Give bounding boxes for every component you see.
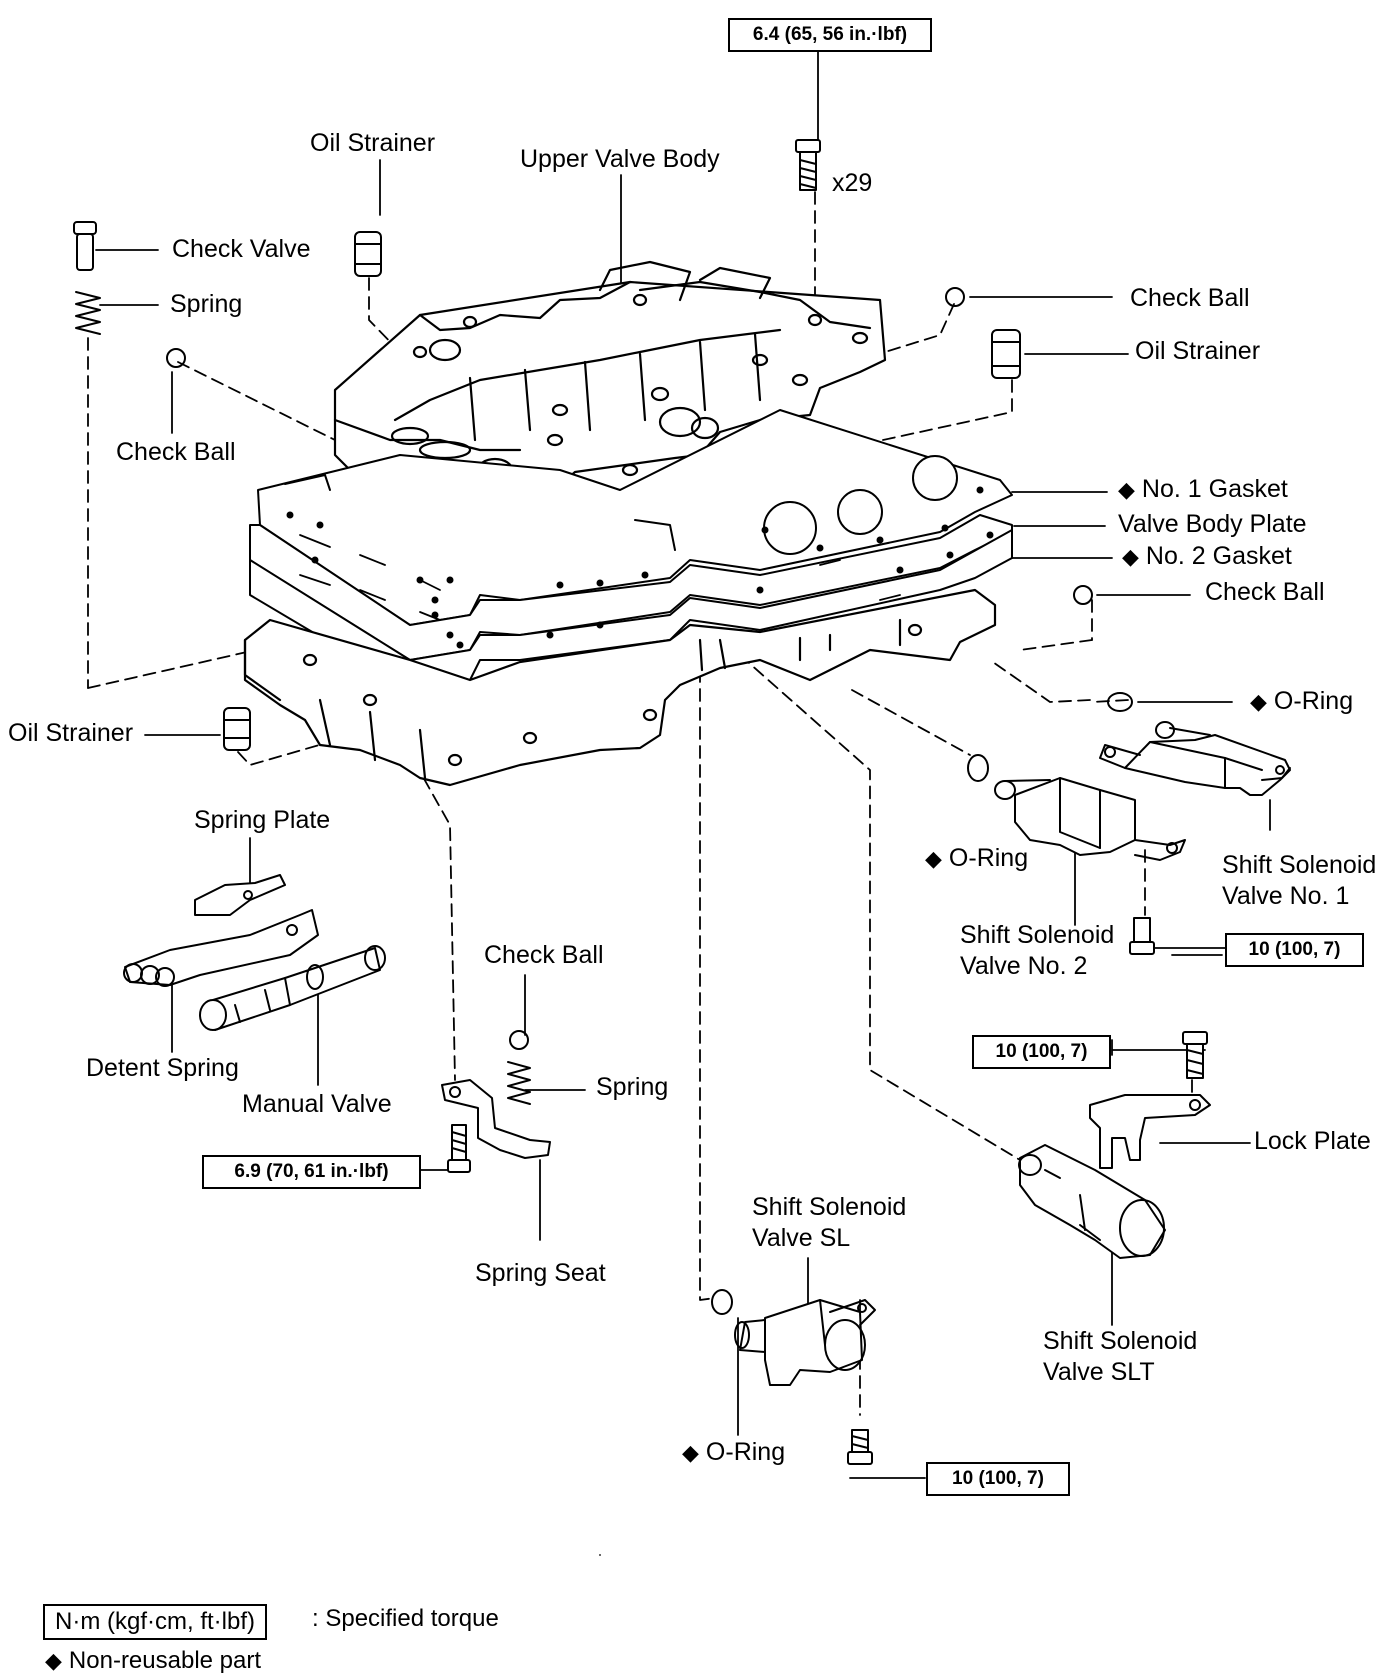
legend-torque-meaning: : Specified torque [312, 1605, 499, 1632]
label-spring-plate: Spring Plate [194, 806, 331, 834]
label-no2-gasket: ◆No. 2 Gasket [1122, 542, 1292, 570]
non-reusable-marker: ◆ [925, 846, 942, 871]
oil-strainer-left [223, 707, 251, 751]
label-detent-spring: Detent Spring [86, 1054, 239, 1082]
label-spring-lower: Spring [596, 1073, 669, 1101]
manual-valve [199, 945, 386, 1031]
detent-spring [123, 909, 319, 987]
non-reusable-marker: ◆ [1122, 544, 1139, 569]
shift-solenoid-no2 [994, 777, 1186, 861]
label-spring-left: Spring [170, 290, 243, 318]
bolt-solenoid-sl [847, 1429, 873, 1465]
lock-plate [1089, 1094, 1211, 1169]
check-valve [73, 221, 97, 271]
label-manual-valve: Manual Valve [242, 1090, 392, 1118]
legend-non-reusable: ◆Non-reusable part [45, 1647, 262, 1674]
spring-left [75, 291, 101, 335]
plate-holes [286, 486, 994, 649]
check-balls [166, 287, 1093, 1050]
torque-box-lock-plate: 10 (100, 7) [972, 1035, 1111, 1069]
shift-solenoid-no1 [1099, 721, 1291, 796]
torque-box-upper-bolts: 6.4 (65, 56 in.·lbf) [728, 18, 932, 52]
oil-strainer-top [354, 231, 382, 277]
label-oil-strainer-right: Oil Strainer [1135, 337, 1261, 365]
shift-solenoid-sl [734, 1299, 876, 1386]
label-check-ball-left: Check Ball [116, 438, 236, 466]
torque-box-solenoid-sl: 10 (100, 7) [926, 1462, 1070, 1496]
non-reusable-marker: ◆ [45, 1648, 62, 1673]
label-oil-strainer-top: Oil Strainer [310, 129, 436, 157]
label-lock-plate: Lock Plate [1254, 1127, 1371, 1155]
label-spring-seat: Spring Seat [475, 1259, 606, 1287]
torque-box-solenoid-no1: 10 (100, 7) [1225, 933, 1364, 967]
bolt-lock-plate [1182, 1031, 1208, 1079]
oil-strainer-right [991, 329, 1021, 379]
label-check-ball-top-right: Check Ball [1130, 284, 1250, 312]
label-o-ring-right: ◆O-Ring [1250, 687, 1354, 715]
bolt-solenoid-no1 [1129, 917, 1155, 955]
leader-lines [95, 49, 1271, 1556]
label-upper-valve-body: Upper Valve Body [520, 145, 720, 173]
label-no1-gasket: ◆No. 1 Gasket [1118, 475, 1288, 503]
label-o-ring-mid: ◆O-Ring [925, 844, 1029, 872]
label-check-ball-lower: Check Ball [484, 941, 604, 969]
label-oil-strainer-left: Oil Strainer [8, 719, 134, 747]
spring-seat [441, 1079, 551, 1159]
bolt-spring-seat [447, 1124, 471, 1173]
spring-plate [194, 874, 286, 916]
label-o-ring-bottom: ◆O-Ring [682, 1438, 786, 1466]
non-reusable-marker: ◆ [1250, 689, 1267, 714]
label-check-ball-right: Check Ball [1205, 578, 1325, 606]
bolt-count-label: x29 [832, 169, 873, 197]
bolt-top [795, 139, 821, 191]
gasket-and-plate-stack [249, 409, 1013, 691]
label-check-valve: Check Valve [172, 235, 311, 263]
lower-valve-body [243, 588, 997, 787]
o-rings [711, 692, 1133, 1315]
label-valve-body-plate: Valve Body Plate [1118, 510, 1307, 538]
upper-valve-body [333, 260, 887, 512]
shift-solenoid-slt [1018, 1144, 1166, 1259]
legend-torque-units: N·m (kgf·cm, ft·lbf) [43, 1604, 267, 1640]
non-reusable-marker: ◆ [682, 1440, 699, 1465]
torque-box-spring-seat: 6.9 (70, 61 in.·lbf) [202, 1155, 421, 1189]
non-reusable-marker: ◆ [1118, 477, 1135, 502]
spring-lower [507, 1061, 531, 1105]
